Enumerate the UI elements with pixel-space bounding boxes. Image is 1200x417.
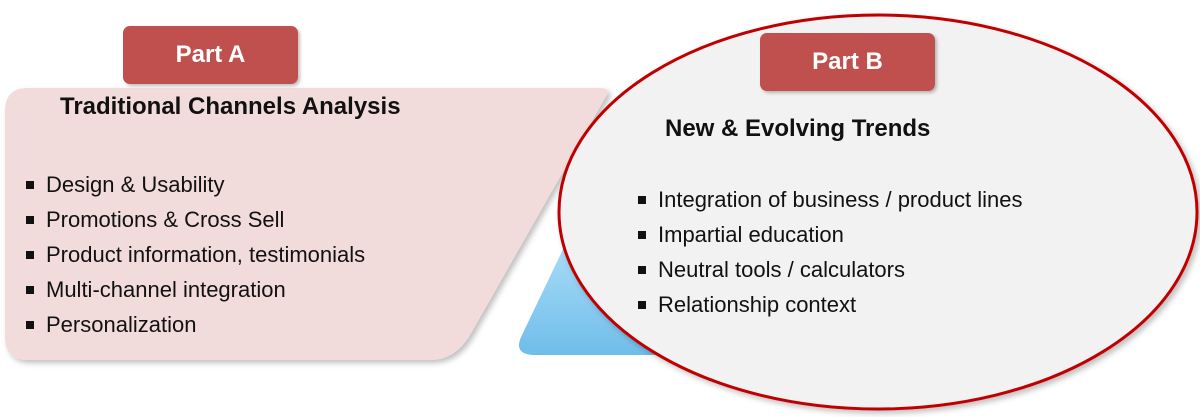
list-item: Design & Usability: [26, 170, 365, 205]
list-item: Multi-channel integration: [26, 275, 365, 310]
list-item: Promotions & Cross Sell: [26, 205, 365, 240]
list-item: Impartial education: [638, 220, 1022, 255]
list-item: Personalization: [26, 310, 365, 345]
list-item: Product information, testimonials: [26, 240, 365, 275]
part-b-title: New & Evolving Trends: [665, 115, 931, 142]
part-a-list: Design & Usability Promotions & Cross Se…: [26, 170, 365, 345]
part-b-list: Integration of business / product lines …: [638, 185, 1022, 325]
part-b-badge: Part B: [760, 33, 935, 91]
part-b-ellipse: [557, 13, 1199, 411]
part-a-badge: Part A: [123, 26, 298, 84]
list-item: Integration of business / product lines: [638, 185, 1022, 220]
list-item: Relationship context: [638, 290, 1022, 325]
part-a-panel: [5, 88, 608, 360]
list-item: Neutral tools / calculators: [638, 255, 1022, 290]
part-a-title: Traditional Channels Analysis: [60, 93, 401, 120]
